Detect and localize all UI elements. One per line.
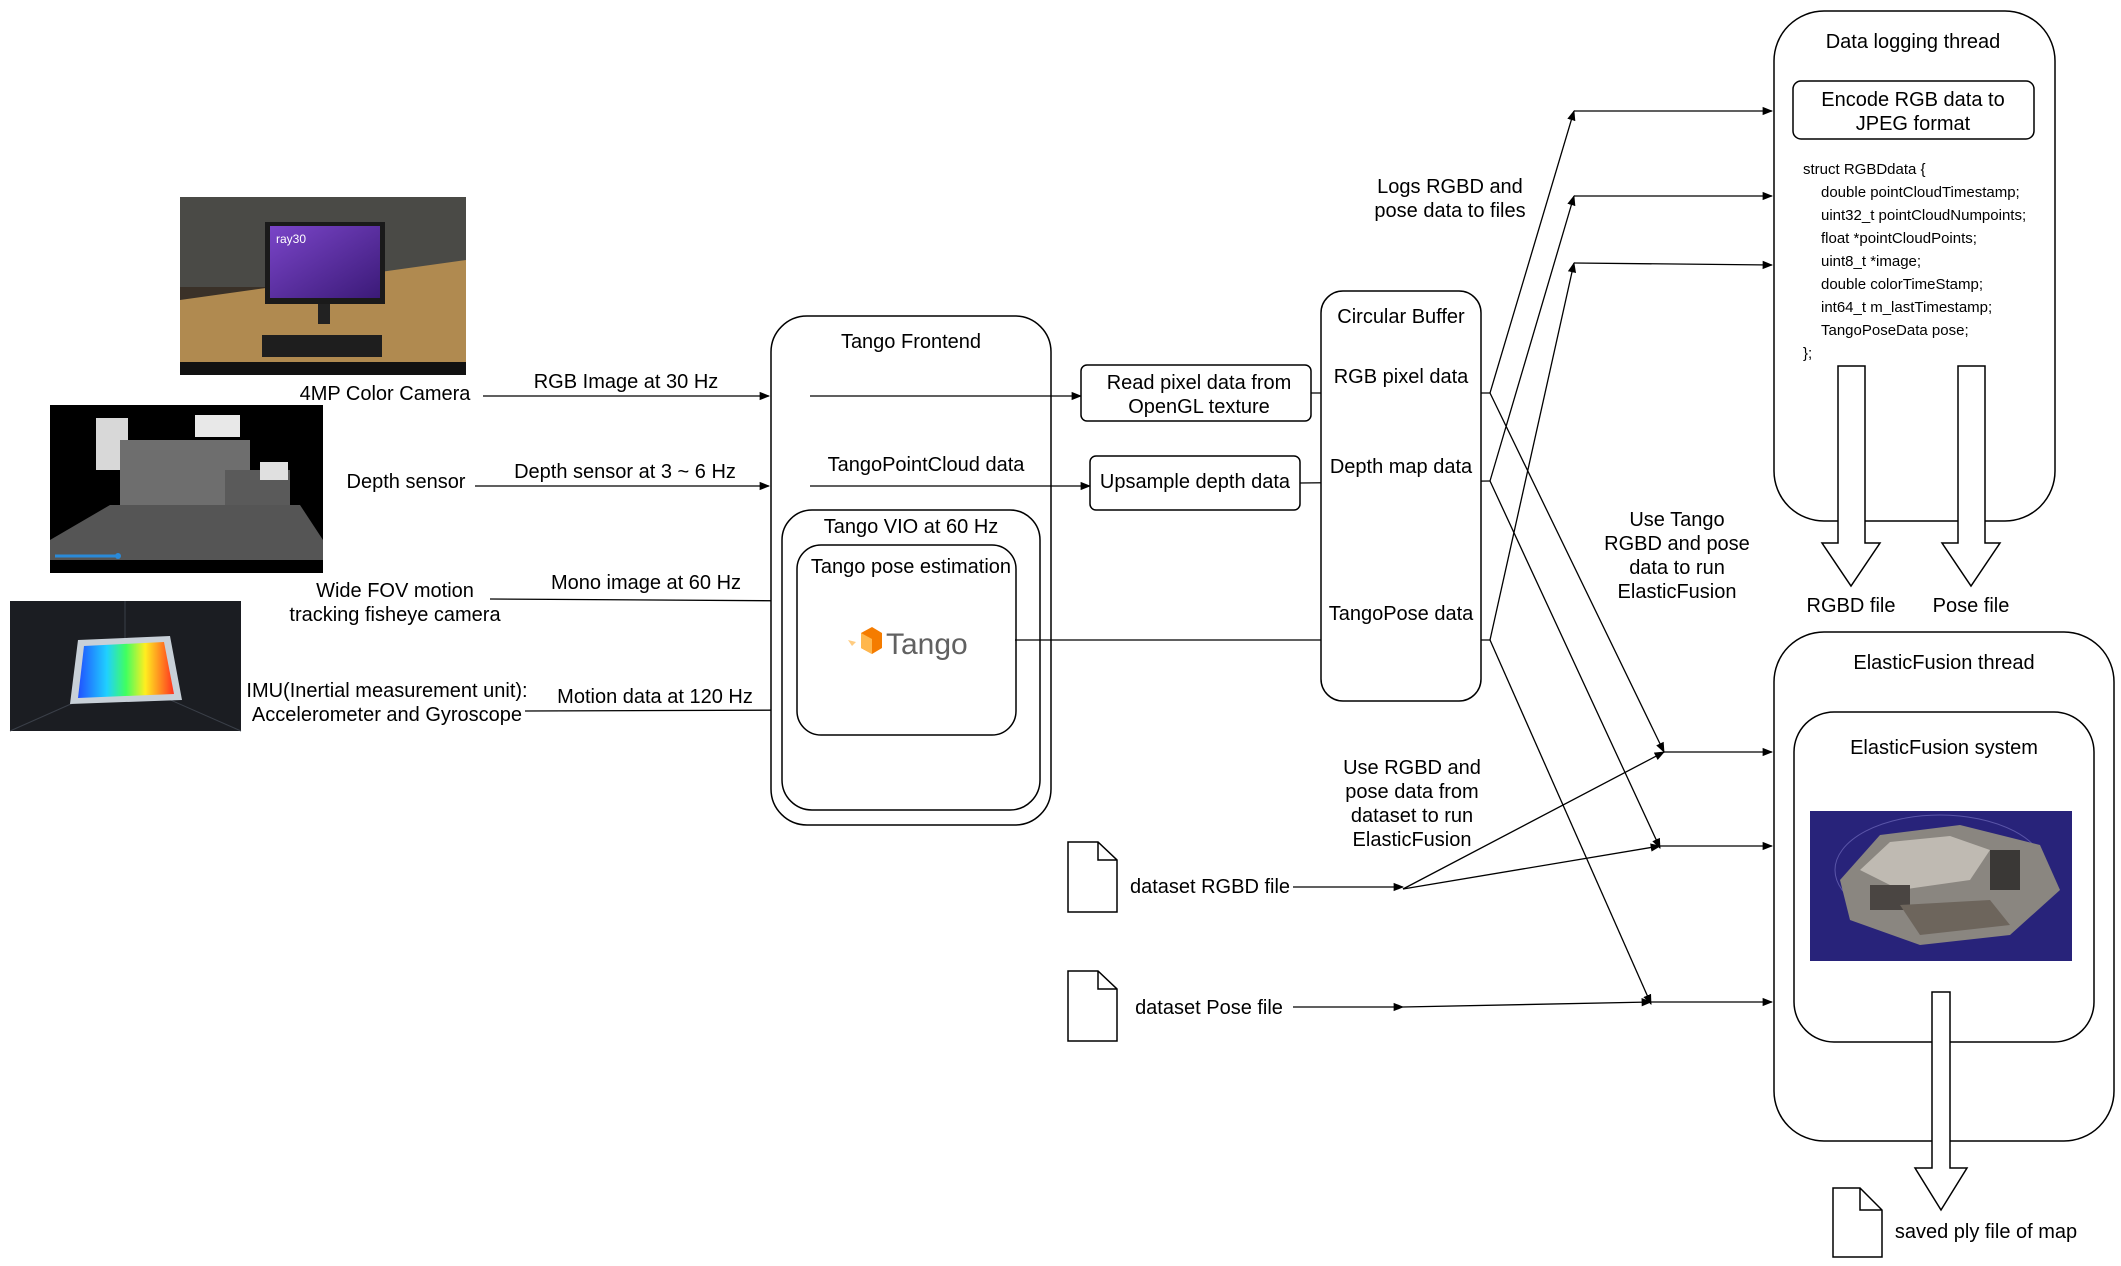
fisheye-camera-photo xyxy=(9,601,242,732)
encode-rgb-line1: Encode RGB data to xyxy=(1821,89,2004,111)
depth-to-elastic-line xyxy=(1489,480,1661,849)
dataset-rgbd-label: dataset RGBD file xyxy=(1130,876,1290,898)
mono-image-arrow xyxy=(489,596,813,606)
ply-file-icon xyxy=(1832,1187,1883,1258)
use-dataset-note-line4: ElasticFusion xyxy=(1353,829,1472,851)
use-tango-note-line4: ElasticFusion xyxy=(1618,581,1737,603)
struct-line-3: float *pointCloudPoints; xyxy=(1821,230,1977,247)
upsample-label: Upsample depth data xyxy=(1100,471,1291,493)
ply-output-arrow xyxy=(1913,991,1969,1212)
tango-pose-estimation-title: Tango pose estimation xyxy=(811,556,1011,578)
elasticfusion-thread-title: ElasticFusion thread xyxy=(1853,652,2034,674)
rgb-to-logging-line xyxy=(1489,110,1576,394)
read-pixel-line2: OpenGL texture xyxy=(1128,396,1270,418)
motion-edge-label: Motion data at 120 Hz xyxy=(557,686,753,708)
use-tango-note-line1: Use Tango xyxy=(1629,509,1724,531)
tango-logo-icon xyxy=(848,627,882,654)
struct-line-4: uint8_t *image; xyxy=(1821,253,1921,270)
use-tango-note-line3: data to run xyxy=(1629,557,1725,579)
fisheye-label-line2: tracking fisheye camera xyxy=(289,604,501,626)
circular-buffer-box xyxy=(1320,290,1482,702)
fisheye-label-line1: Wide FOV motion xyxy=(316,580,474,602)
pose-to-logging-line xyxy=(1489,261,1577,641)
imu-label-line2: Accelerometer and Gyroscope xyxy=(252,704,522,726)
buffer-pose-label: TangoPose data xyxy=(1329,603,1474,625)
pose-file-output-arrow xyxy=(1940,365,2002,588)
read-pixel-line1: Read pixel data from xyxy=(1107,372,1292,394)
dataset-pose-to-elastic xyxy=(1402,998,1653,1008)
use-dataset-note-line3: dataset to run xyxy=(1351,805,1473,827)
elasticfusion-system-title: ElasticFusion system xyxy=(1850,737,2038,759)
depth-edge-label: Depth sensor at 3 ~ 6 Hz xyxy=(514,461,736,483)
depth-to-logging-line xyxy=(1489,195,1576,482)
logs-note-line2: pose data to files xyxy=(1374,200,1525,222)
tango-logo-text: Tango xyxy=(886,628,968,661)
use-dataset-note-line2: pose data from xyxy=(1345,781,1478,803)
struct-line-8: }; xyxy=(1803,345,1812,362)
mono-image-edge-label: Mono image at 60 Hz xyxy=(551,572,741,594)
depth-sensor-label: Depth sensor xyxy=(347,471,466,493)
struct-line-7: TangoPoseData pose; xyxy=(1821,322,1969,339)
struct-line-1: double pointCloudTimestamp; xyxy=(1821,184,2020,201)
struct-line-5: double colorTimeStamp; xyxy=(1821,276,1983,293)
dataset-pose-file-icon xyxy=(1067,970,1118,1042)
logging-input-3-arrow xyxy=(1573,260,1774,270)
use-tango-note-line2: RGBD and pose xyxy=(1604,533,1750,555)
color-camera-photo: ray30 xyxy=(180,197,466,375)
dataset-rgbd-to-elastic-2 xyxy=(1402,843,1662,890)
encode-rgb-box xyxy=(1792,80,2035,140)
circular-buffer-title: Circular Buffer xyxy=(1337,306,1465,328)
pose-to-elastic-line xyxy=(1489,639,1652,1005)
rgbd-file-output-arrow xyxy=(1820,365,1882,588)
pose-file-label: Pose file xyxy=(1933,595,2010,617)
tango-frontend-title: Tango Frontend xyxy=(841,331,981,353)
struct-line-0: struct RGBDdata { xyxy=(1803,161,1926,178)
struct-line-6: int64_t m_lastTimestamp; xyxy=(1821,299,1992,316)
buffer-depth-label: Depth map data xyxy=(1330,456,1473,478)
dataset-rgbd-to-elastic-1 xyxy=(1402,751,1665,890)
monitor-screen-text: ray30 xyxy=(276,232,306,246)
imu-label-line1: IMU(Inertial measurement unit): xyxy=(246,680,527,702)
pointcloud-edge-label: TangoPointCloud data xyxy=(828,454,1026,476)
depth-sensor-photo xyxy=(50,405,323,573)
dataset-pose-label: dataset Pose file xyxy=(1135,997,1283,1019)
logs-note-line1: Logs RGBD and xyxy=(1377,176,1523,198)
buffer-rgb-label: RGB pixel data xyxy=(1334,366,1469,388)
rgb-image-edge-label: RGB Image at 30 Hz xyxy=(534,371,719,393)
encode-rgb-line2: JPEG format xyxy=(1856,113,1971,135)
ply-file-label: saved ply file of map xyxy=(1895,1221,2077,1243)
color-camera-label: 4MP Color Camera xyxy=(300,383,472,405)
dataset-rgbd-file-icon xyxy=(1067,841,1118,913)
data-logging-title: Data logging thread xyxy=(1826,31,2001,53)
rgbd-file-label: RGBD file xyxy=(1807,595,1896,617)
reconstruction-map-image xyxy=(1810,811,2072,961)
struct-line-2: uint32_t pointCloudNumpoints; xyxy=(1821,207,2026,224)
tango-vio-title: Tango VIO at 60 Hz xyxy=(824,516,999,538)
use-dataset-note-line1: Use RGBD and xyxy=(1343,757,1481,779)
rgb-to-elastic-line xyxy=(1489,392,1665,753)
